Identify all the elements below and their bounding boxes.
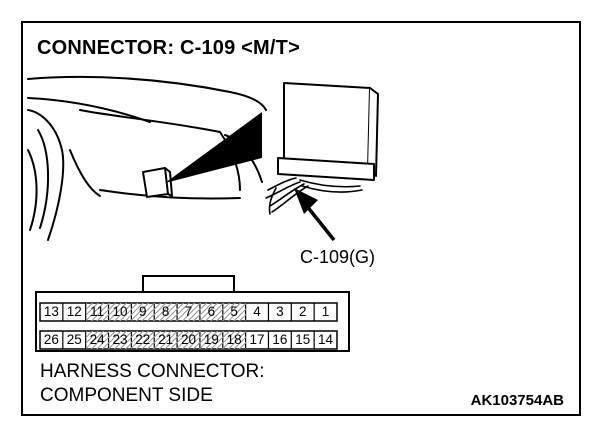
connector-pin-22: 22 xyxy=(131,331,155,349)
connector-pin-6: 6 xyxy=(199,303,223,321)
connector-pin-16: 16 xyxy=(272,332,288,347)
connector-pin-1: 1 xyxy=(321,304,330,319)
connector-pin-21: 21 xyxy=(154,331,178,349)
connector-pin-13: 13 xyxy=(43,304,59,319)
connector-pin-17: 17 xyxy=(249,332,265,347)
dashboard-lower-line xyxy=(27,97,151,123)
pointer-arrow-line xyxy=(304,203,336,242)
connector-pin-3: 3 xyxy=(276,304,284,319)
connector-pin-24: 24 xyxy=(85,331,109,349)
dashboard-outline xyxy=(27,75,267,111)
connector-callout-label: C-109(G) xyxy=(300,247,376,267)
steering-curve-3 xyxy=(27,149,38,231)
connector-pin-11: 11 xyxy=(85,303,109,321)
under-dash-edge xyxy=(99,189,241,200)
diagram-title: CONNECTOR: C-109 <M/T> xyxy=(37,37,300,59)
connector-pin-20: 20 xyxy=(177,331,200,349)
under-dash-panel xyxy=(79,109,241,191)
connector-pin-7: 7 xyxy=(177,303,200,321)
connector-pin-5: 5 xyxy=(222,303,246,321)
caption-line-2: COMPONENT SIDE xyxy=(40,385,213,406)
connector-pin-8: 8 xyxy=(154,303,178,321)
connector-pin-9: 9 xyxy=(131,303,155,321)
connector-pin-4: 4 xyxy=(253,304,261,319)
figure-code: AK103754AB xyxy=(470,392,564,409)
pointer-arrow-head xyxy=(294,188,318,214)
connector-pin-18: 18 xyxy=(222,331,246,349)
steering-curve-1 xyxy=(27,109,65,241)
connector-pin-19: 19 xyxy=(199,331,223,349)
connector-pin-26: 26 xyxy=(43,332,59,347)
connector-pin-10: 10 xyxy=(108,303,132,321)
connector-caption: HARNESS CONNECTOR: COMPONENT SIDE xyxy=(40,360,265,408)
dash-detail-1 xyxy=(69,149,101,197)
connector-pin-2: 2 xyxy=(298,304,307,319)
connector-pin-14: 14 xyxy=(318,332,334,347)
connector-pin-25: 25 xyxy=(66,332,82,347)
steering-curve-2 xyxy=(37,129,50,229)
connector-pin-15: 15 xyxy=(295,332,311,347)
ecu-connector-housing xyxy=(277,157,375,181)
connector-pin-23: 23 xyxy=(108,331,132,349)
caption-line-1: HARNESS CONNECTOR: xyxy=(40,361,265,382)
zoom-wedge xyxy=(165,112,262,183)
connector-pin-12: 12 xyxy=(66,304,82,319)
